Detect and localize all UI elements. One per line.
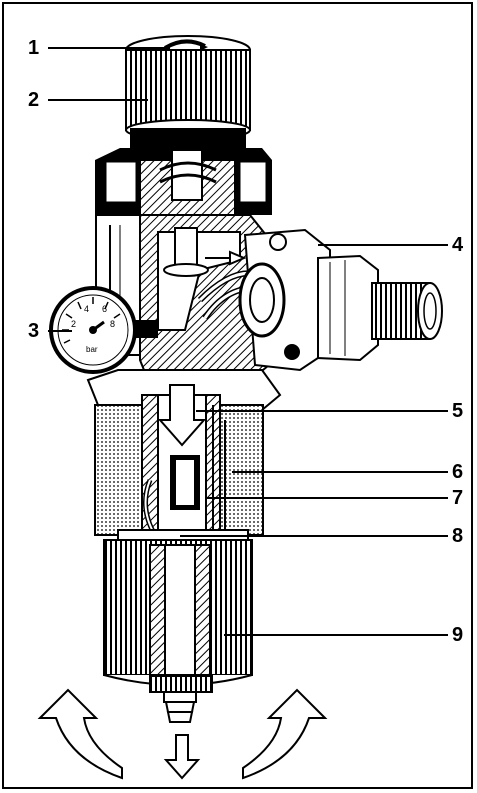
drain-arrow-down-icon [163,734,201,780]
rotation-arrow-left-icon [37,688,123,780]
rotation-arrow-right-icon [242,688,328,780]
callout-4: 4 [452,234,464,256]
callout-1: 1 [28,37,40,59]
callout-2: 2 [28,89,40,111]
inlet-connection [238,228,443,372]
leader-lines [48,47,448,636]
gauge-mark-6: 6 [102,304,107,314]
adjusting-knob [125,35,251,150]
gauge-mark-2: 2 [71,319,76,329]
callout-5: 5 [452,400,464,422]
gauge-mark-8: 8 [110,319,115,329]
callout-6: 6 [452,461,464,483]
filter-bowl [86,369,282,723]
callout-3: 3 [28,320,40,342]
gauge-unit: bar [86,345,98,354]
callout-9: 9 [452,624,464,646]
figure-frame [2,2,473,789]
pressure-gauge: 2 4 6 8 bar [49,286,158,374]
callout-7: 7 [452,487,464,509]
valve-body-section [139,214,277,386]
gauge-mark-4: 4 [84,304,89,314]
callout-8: 8 [452,525,464,547]
